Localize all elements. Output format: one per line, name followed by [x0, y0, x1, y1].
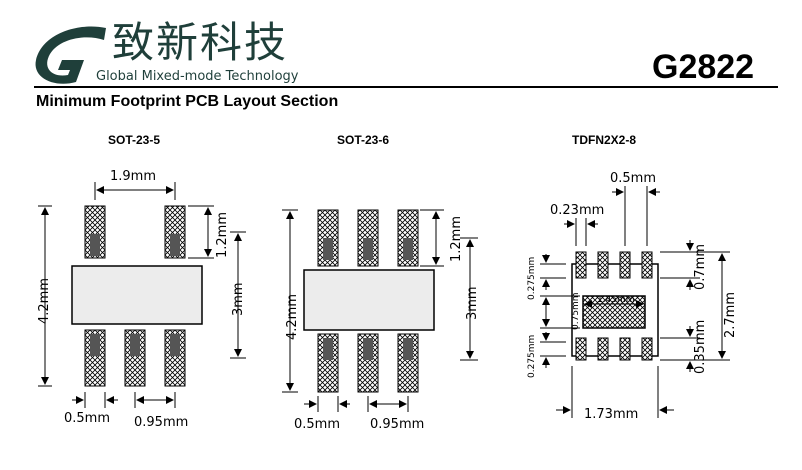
package-body: [71, 265, 203, 325]
company-logo-mark: [35, 26, 106, 84]
pad: [363, 338, 373, 360]
pad: [403, 338, 413, 360]
dim-label: 0.7mm: [693, 244, 708, 290]
dim-label: 2.7mm: [723, 292, 738, 338]
section-title: Minimum Footprint PCB Layout Section: [36, 93, 339, 110]
pad: [619, 337, 631, 361]
pad: [323, 338, 333, 360]
sot23-5-footprint: [38, 182, 246, 408]
pad: [641, 337, 653, 361]
sot23-6-footprint: [282, 209, 478, 412]
dim-label: 1.2mm: [449, 216, 464, 262]
pad: [90, 234, 100, 256]
pad: [575, 251, 587, 279]
pad: [403, 238, 413, 260]
dim-label: 0.275mm: [527, 335, 537, 378]
pad: [130, 334, 140, 356]
pad: [90, 334, 100, 356]
package-title-tdfn: TDFN2X2-8: [572, 133, 637, 147]
dim-label: 1.2mm: [215, 212, 230, 258]
dim-label: 0.5mm: [64, 411, 110, 426]
dim-label: 0.5mm: [610, 171, 656, 186]
dim-label: 0.95mm: [370, 417, 424, 432]
pad: [323, 238, 333, 260]
part-number: G2822: [652, 48, 755, 86]
dim-label: 0.23mm: [550, 203, 604, 218]
dim-label: 1.45mm: [597, 295, 635, 305]
dim-label: 1.9mm: [110, 169, 156, 184]
dim-label: 4.2mm: [285, 294, 300, 340]
package-body: [303, 269, 435, 331]
dim-label: 3mm: [231, 282, 246, 316]
dim-label: 4.2mm: [37, 278, 52, 324]
dim-label: 1.73mm: [584, 407, 638, 422]
header-rule: [34, 86, 778, 88]
package-title-sot23-5: SOT-23-5: [108, 133, 161, 147]
pad: [619, 251, 631, 279]
dim-label: 0.95mm: [134, 415, 188, 430]
company-name-en: Global Mixed-mode Technology: [96, 69, 299, 84]
dim-label: 0.35mm: [693, 320, 708, 374]
pad: [363, 238, 373, 260]
pad: [170, 334, 180, 356]
tdfn-footprint: [540, 186, 730, 418]
pad: [597, 337, 609, 361]
dim-label: 0.275mm: [527, 257, 537, 300]
pad: [597, 251, 609, 279]
dim-label: 3mm: [465, 286, 480, 320]
package-title-sot23-6: SOT-23-6: [337, 133, 390, 147]
pad: [641, 251, 653, 279]
company-name-cn: 致新科技: [112, 18, 289, 67]
dim-label: 0.75mm: [571, 292, 581, 330]
pad: [575, 337, 587, 361]
pad: [170, 234, 180, 256]
dim-label: 0.5mm: [294, 417, 340, 432]
